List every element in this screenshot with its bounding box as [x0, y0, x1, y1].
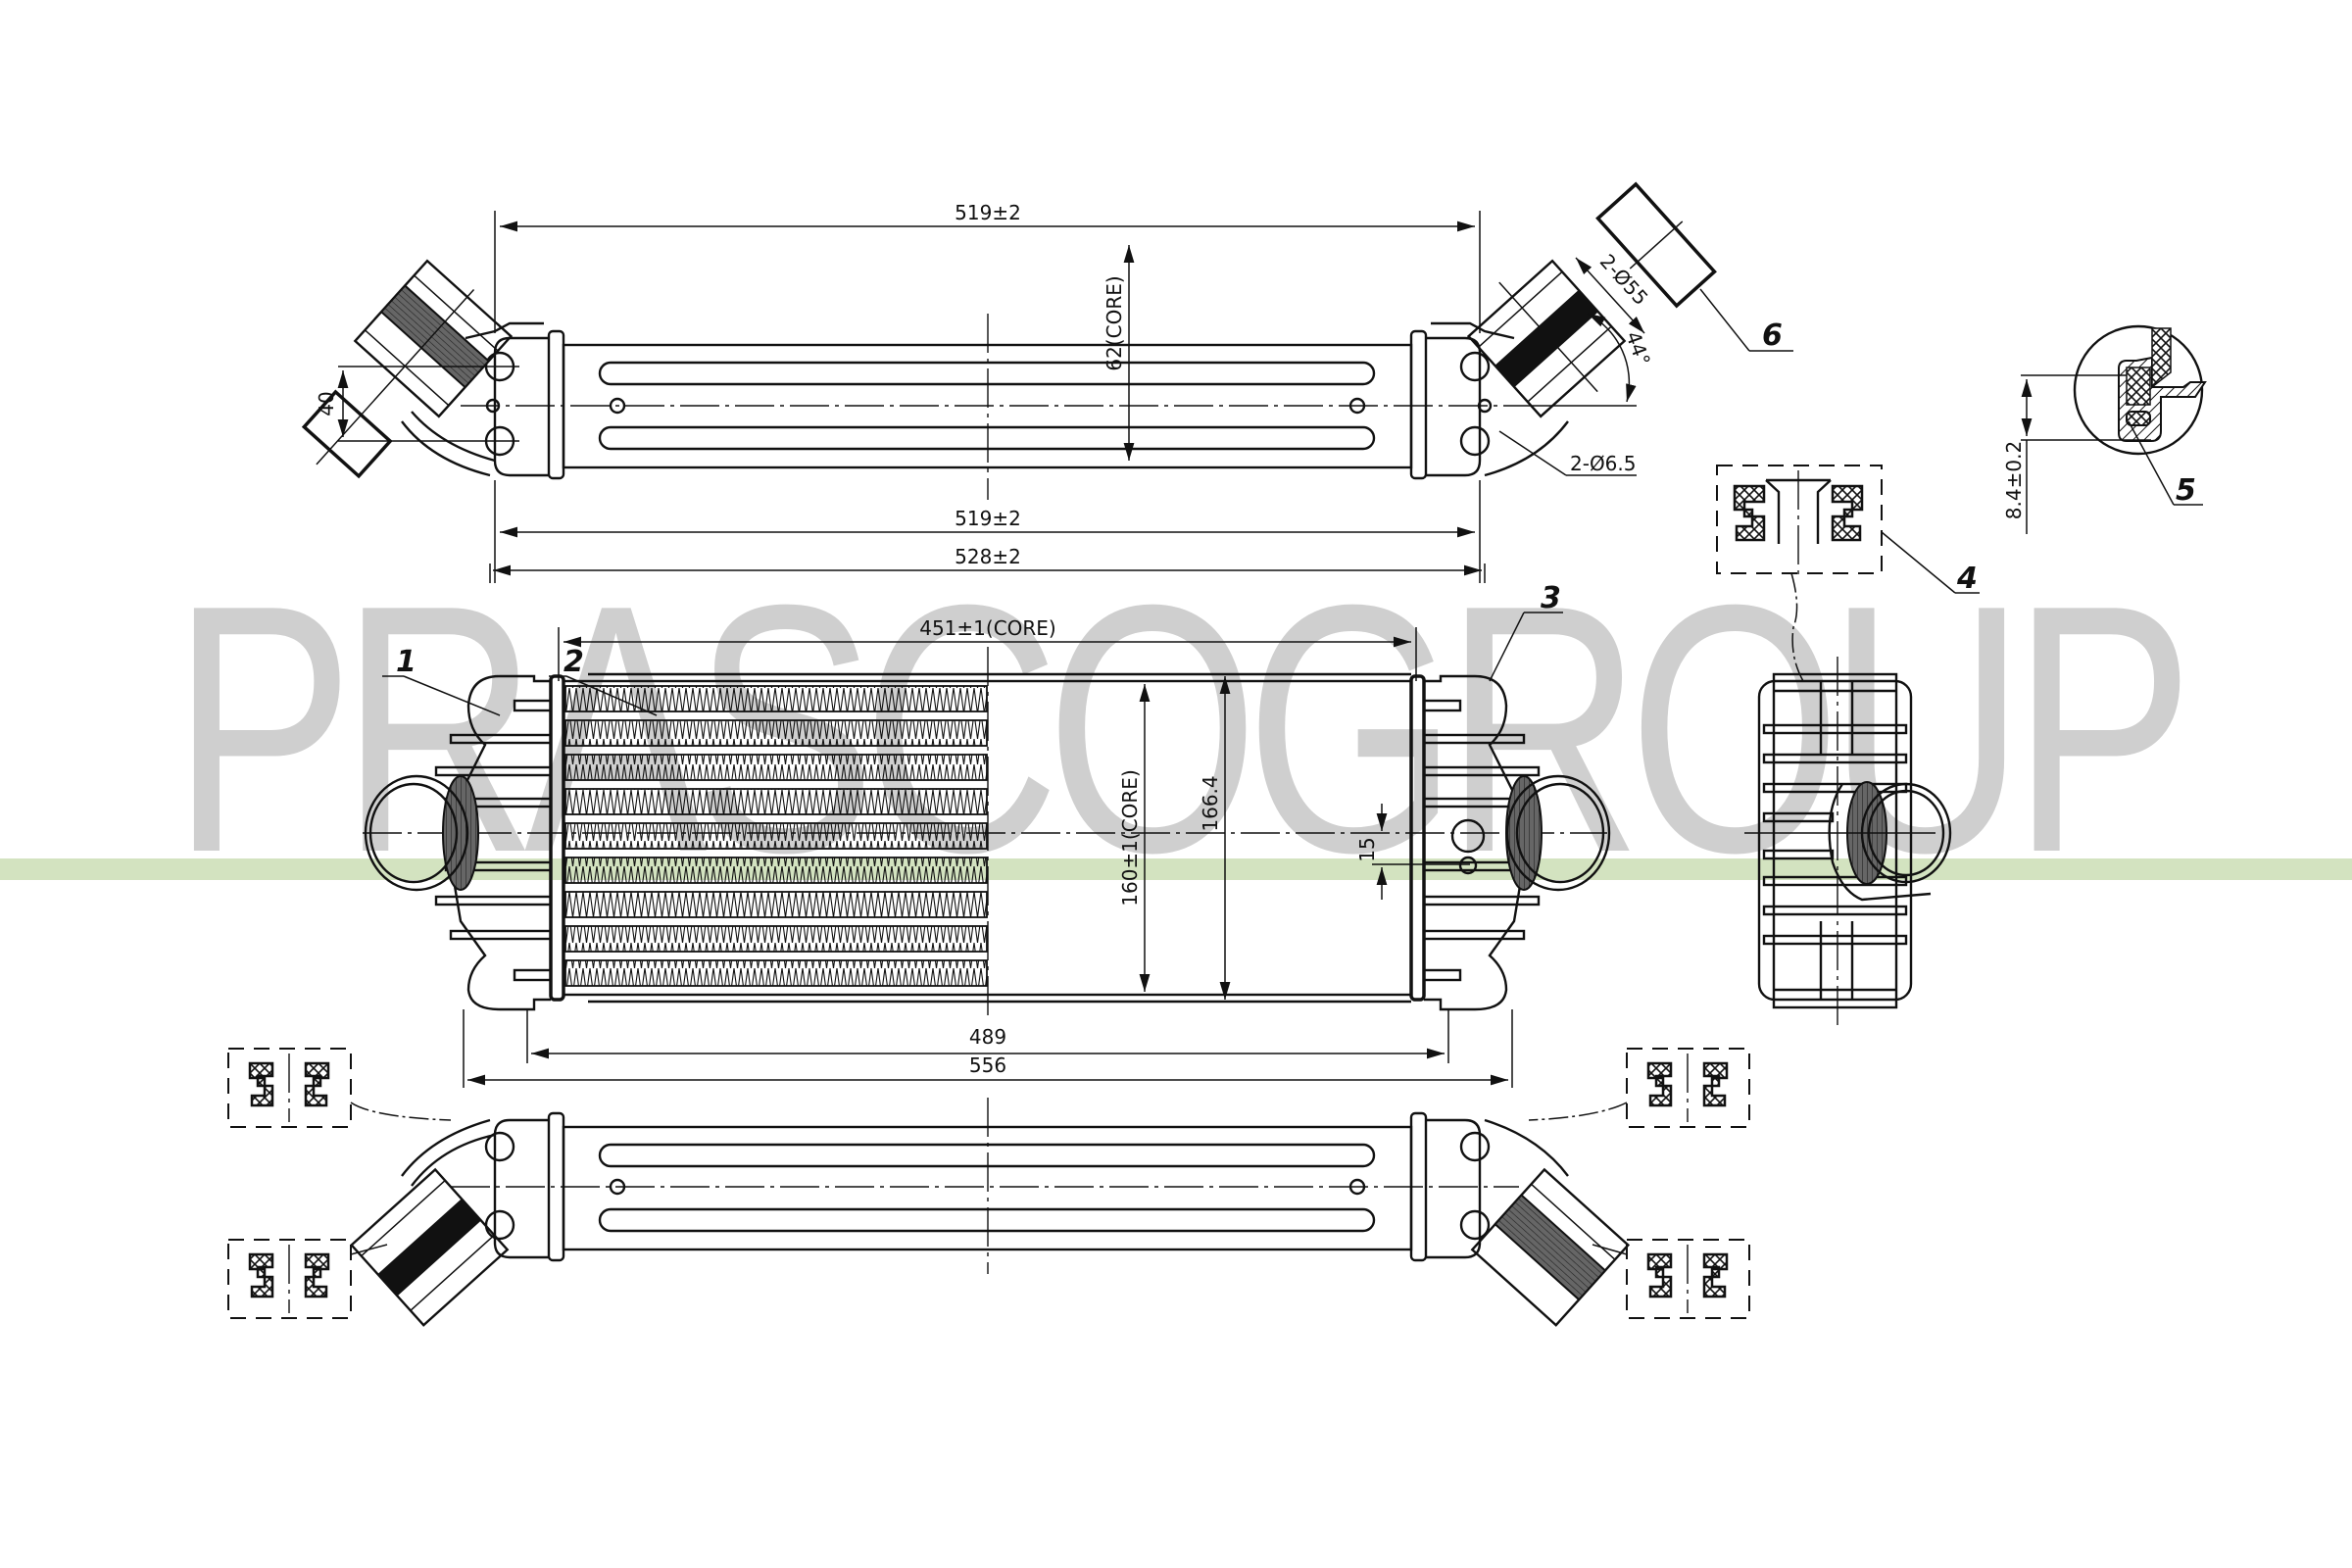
dim-mount-hole: 2-Ø6.5	[1570, 452, 1637, 475]
watermark: PRASCOGROUP	[0, 532, 2352, 926]
callout-5: 5	[2176, 473, 2196, 508]
callout-6: 6	[1762, 318, 1783, 353]
dim-core-depth: 62(CORE)	[1102, 275, 1126, 370]
dim-core-width: 451±1(CORE)	[919, 616, 1056, 640]
bottom-view	[227, 1048, 1750, 1327]
dim-hole-offset: 15	[1355, 837, 1379, 861]
dim-hose-diameter: 2-Ø55	[1595, 250, 1653, 310]
dim-total-height: 166.4	[1199, 775, 1222, 831]
callout-1: 1	[396, 645, 416, 679]
dim-inlet-offset: 40	[315, 391, 338, 416]
core-fins	[564, 685, 988, 987]
grommet-detail-bottom-left	[227, 1239, 388, 1319]
top-view: 519±2 62(CORE)	[301, 181, 1793, 583]
callout-3: 3	[1541, 581, 1561, 615]
detail-4-grommet: 4	[1716, 465, 1980, 682]
grommet-detail-top-right	[1528, 1048, 1750, 1128]
side-view	[1744, 657, 1952, 1029]
detail-5-seal: 8.4±0.2 5	[2002, 324, 2207, 534]
dim-overall-bottom-inner: 519±2	[955, 507, 1021, 530]
dim-width-overall: 556	[969, 1054, 1006, 1077]
callout-2: 2	[564, 645, 584, 679]
dim-core-height: 160±1(CORE)	[1118, 769, 1142, 906]
dim-seal-thickness: 8.4±0.2	[2002, 441, 2026, 519]
dim-width-inner: 489	[969, 1025, 1006, 1049]
front-view: 451±1(CORE) 160±1(CORE) 166.4	[363, 581, 1611, 1088]
dim-overall-bottom-outer: 528±2	[955, 545, 1021, 568]
dim-overall-top: 519±2	[955, 201, 1021, 224]
grommet-detail-bottom-right	[1592, 1239, 1750, 1319]
callout-4: 4	[1956, 562, 1978, 596]
grommet-detail-top-left	[227, 1048, 452, 1128]
